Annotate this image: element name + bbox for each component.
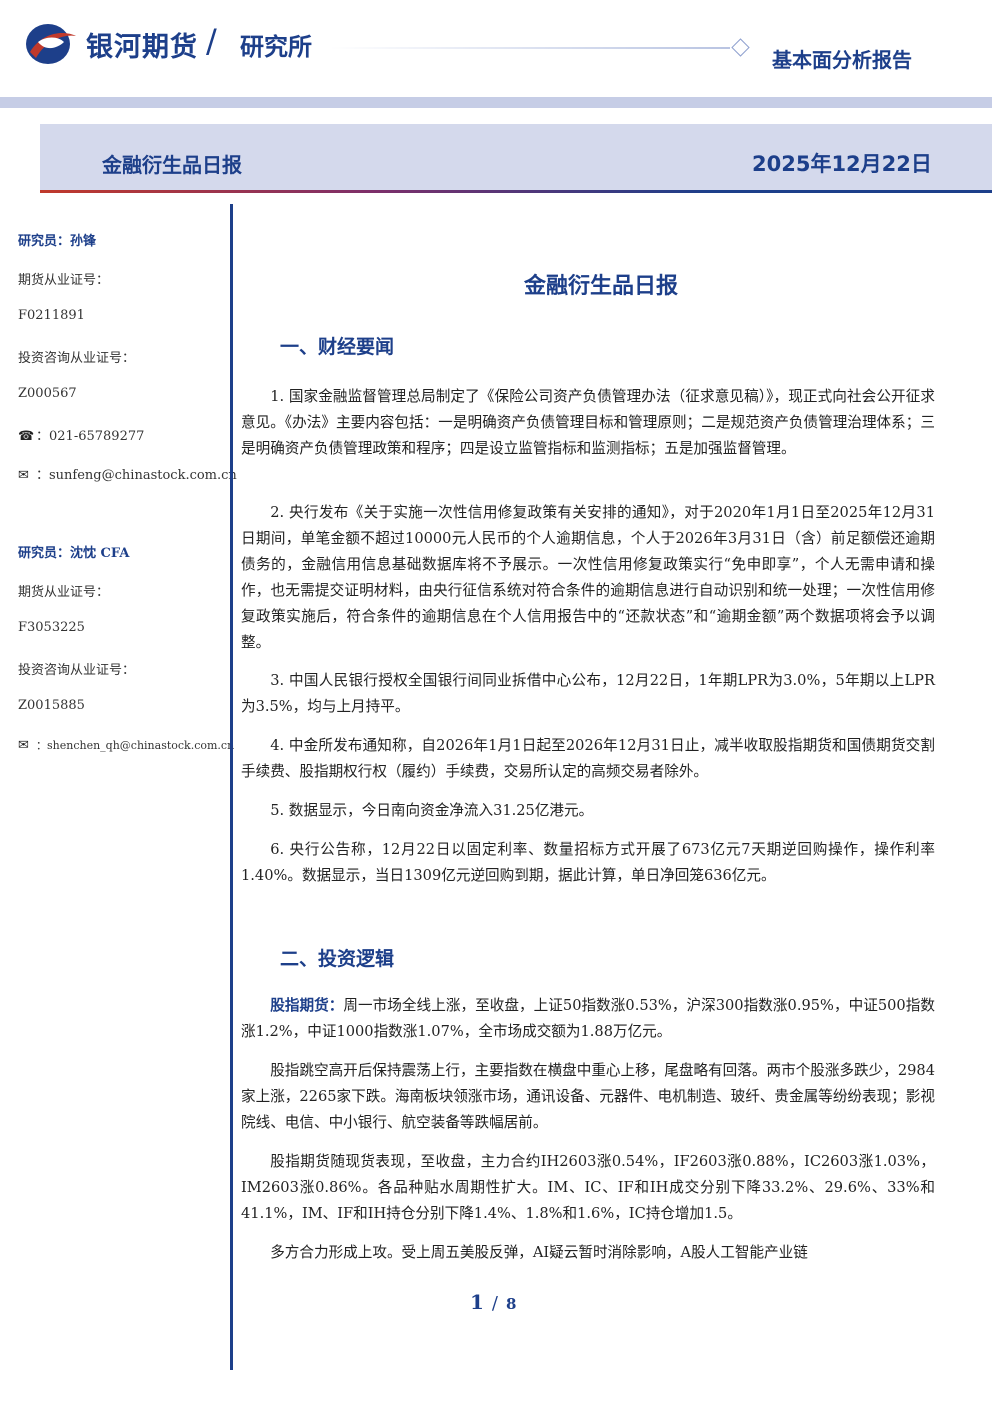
researcher2-consult-no: Z0015885 [18,698,85,713]
news-item-6: 6. 央行公告称，12月22日以固定利率、数量招标方式开展了673亿元7天期逆回… [241,841,935,884]
brand-slash: / [206,22,217,60]
header-bar [0,97,992,108]
logic-para-3: 股指期货随现货表现，至收盘，主力合约IH2603涨0.54%，IF2603涨0.… [241,1153,935,1222]
title-band-underline [40,190,992,193]
title-band [40,124,992,190]
institute-name: 研究所 [240,33,312,61]
page-number: 1 / 8 [470,1290,516,1314]
section-news-title: 一、财经要闻 [280,336,395,358]
researcher1-consult-label: 投资咨询从业证号： [18,351,136,366]
phone-icon: ☎ [18,429,35,444]
researcher1-consult-no: Z000567 [18,386,77,401]
news-item-3: 3. 中国人民银行授权全国银行间同业拆借中心公布，12月22日，1年期LPR为3… [241,672,935,715]
researcher1-email-row: ✉：sunfeng@chinastock.com.cn [18,468,237,483]
brand-name: 银河期货 [86,32,198,63]
researcher1-cert-label: 期货从业证号： [18,273,110,288]
logic-para-4: 多方合力形成上攻。受上周五美股反弹，AI疑云暂时消除影响，A股人工智能产业链 [270,1244,808,1261]
band-date: 2025年12月22日 [752,152,932,176]
logic-para-1-text: 周一市场全线上涨，至收盘，上证50指数涨0.53%，沪深300指数涨0.95%，… [241,997,935,1040]
doc-title: 金融衍生品日报 [523,274,678,299]
page-sep: / [491,1293,498,1314]
news-item-2: 2. 央行发布《关于实施一次性信用修复政策有关安排的通知》，对于2020年1月1… [241,504,935,651]
top-header: 银河期货 / 研究所 基本面分析报告 [0,0,992,97]
researcher1-name: 研究员：孙锋 [18,234,97,249]
researcher1-email[interactable]: sunfeng@chinastock.com.cn [49,468,237,483]
researcher1-phone[interactable]: 021-65789277 [49,429,145,444]
report-type: 基本面分析报告 [772,48,912,72]
mail-icon: ✉ [18,468,29,483]
band-title: 金融衍生品日报 [102,153,242,177]
header-decor-line [330,47,730,49]
logic-para-2: 股指跳空高开后保持震荡上行，主要指数在横盘中重心上移，尾盘略有回落。两市个股涨多… [241,1062,935,1131]
page-current: 1 [470,1290,484,1314]
section-logic-title: 二、投资逻辑 [280,948,395,970]
news-item-4: 4. 中金所发布通知称，自2026年1月1日起至2026年12月31日止，减半收… [241,737,935,780]
logic-para-1-lead: 股指期货： [270,997,344,1014]
researcher2-email[interactable]: shenchen_qh@chinastock.com.cn [47,739,235,752]
researcher2-email-row: ✉：shenchen_qh@chinastock.com.cn [18,738,235,753]
diamond-icon [731,38,750,57]
page-total: 8 [506,1295,517,1313]
researcher2-name: 研究员：沈忱 CFA [18,546,130,561]
researcher1-cert-no: F0211891 [18,308,85,323]
researcher1-phone-row: ☎：021-65789277 [18,429,145,444]
researcher2-consult-label: 投资咨询从业证号： [18,663,136,678]
sidebar-divider [230,204,233,1370]
mail-icon: ✉ [18,738,29,753]
news-item-5: 5. 数据显示，今日南向资金净流入31.25亿港元。 [270,802,594,819]
logic-para-1: 股指期货：周一市场全线上涨，至收盘，上证50指数涨0.53%，沪深300指数涨0… [241,993,935,1045]
researcher2-cert-no: F3053225 [18,620,85,635]
researcher2-cert-label: 期货从业证号： [18,585,110,600]
news-item-1: 1. 国家金融监督管理总局制定了《保险公司资产负债管理办法（征求意见稿）》，现正… [241,388,935,457]
galaxy-logo-icon [26,24,76,64]
